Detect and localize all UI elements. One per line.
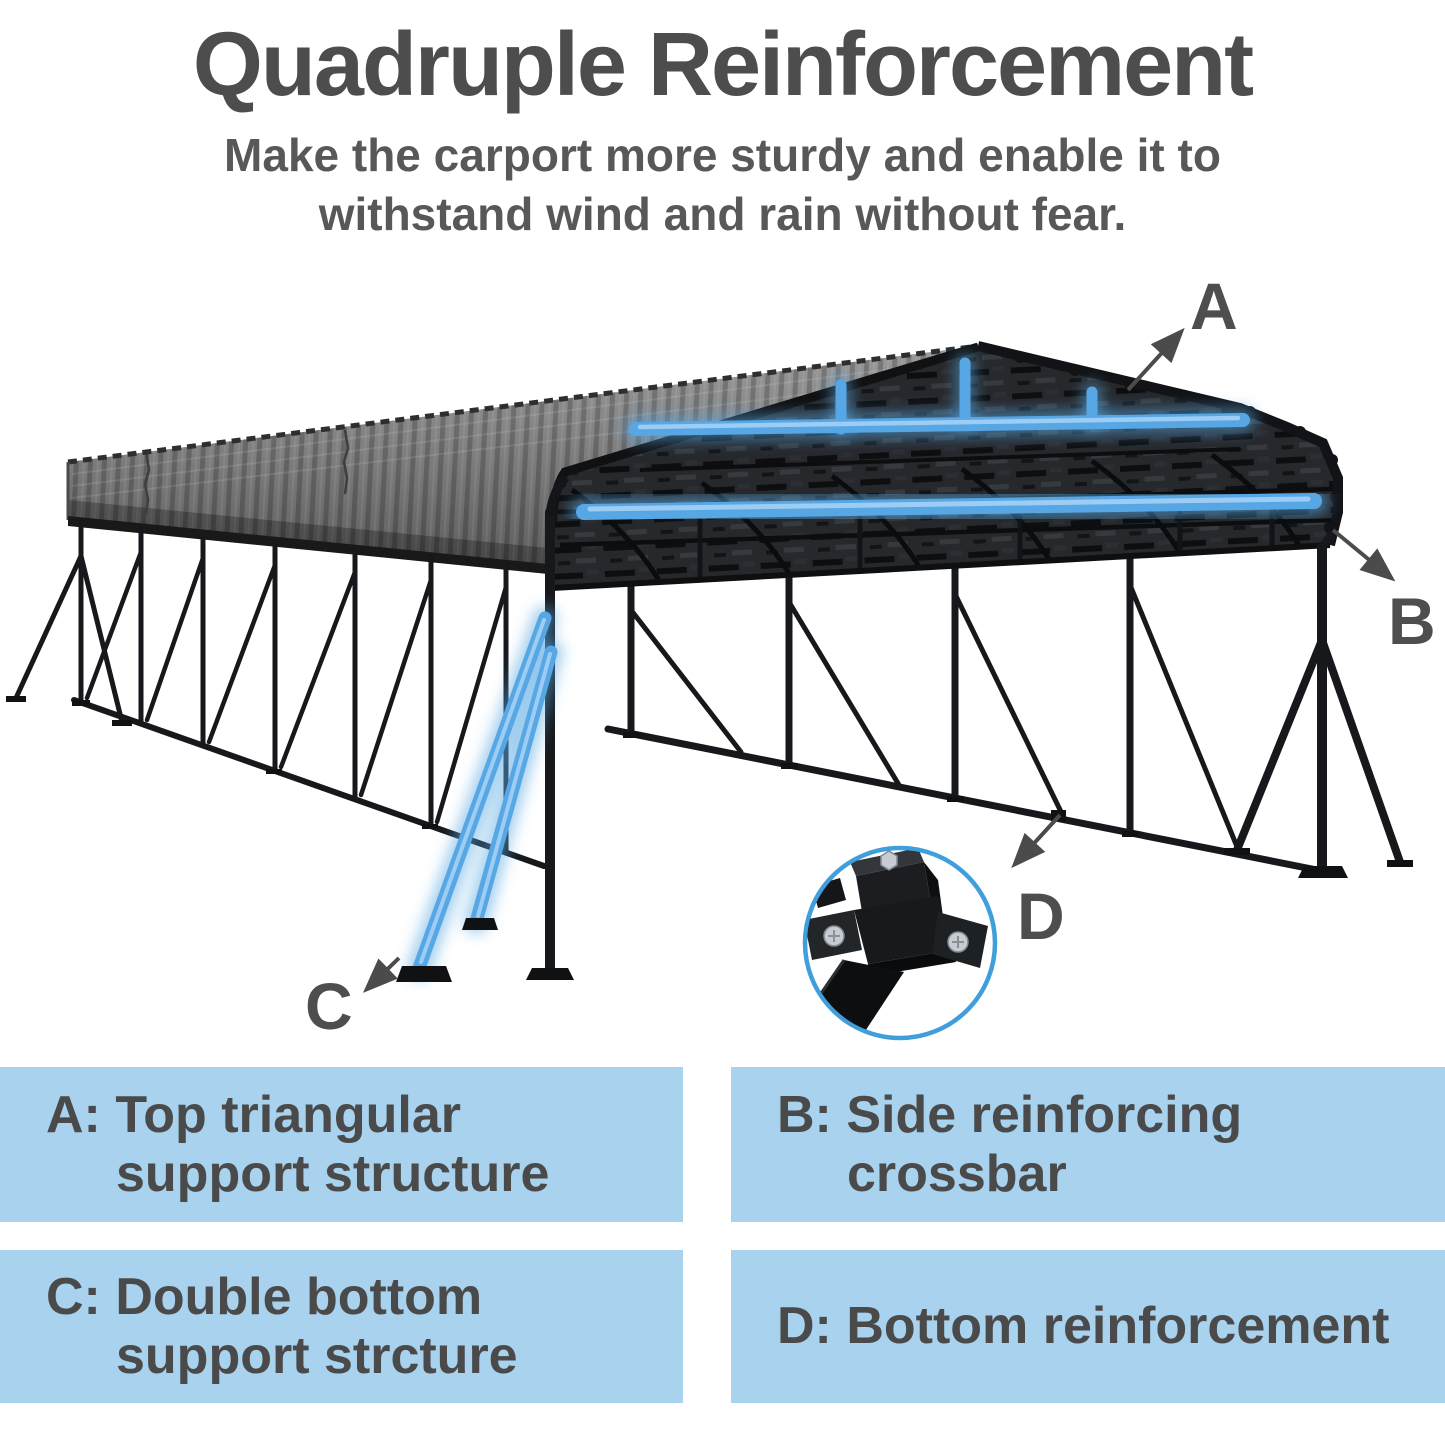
feature-box-d: D: Bottom reinforcement [731, 1250, 1445, 1403]
callout-arrow-d [1011, 813, 1062, 869]
feature-box-a: A: Top triangular support structure [0, 1067, 683, 1222]
near-left-corner [396, 473, 574, 982]
bracket-illustration [807, 850, 988, 1036]
feature-box-c-line2: support strcture [116, 1326, 518, 1385]
far-corner-a-frame [13, 553, 125, 725]
interior-base-rail [604, 725, 1326, 875]
right-corner-a-frame [1233, 636, 1404, 866]
eave-fascia [551, 542, 1331, 591]
bottom-reinforcement-detail [802, 845, 998, 1041]
feature-box-d-line1: D: Bottom reinforcement [777, 1297, 1390, 1356]
ridge-edge [67, 343, 979, 465]
feature-box-a-line1: A: Top triangular [46, 1085, 462, 1144]
subtitle-line-1: Make the carport more sturdy and enable … [224, 129, 1221, 181]
roof-underside [551, 341, 1343, 591]
side-reinforcing-crossbar-highlight [569, 486, 1329, 527]
roof-panel [66, 342, 980, 574]
page-title: Quadruple Reinforcement [192, 15, 1254, 115]
top-triangular-support-highlight [623, 353, 1256, 442]
callout-label-c: C [305, 969, 353, 1043]
callout-label-a: A [1190, 269, 1238, 343]
panel-seam [143, 451, 151, 515]
left-side-braces [84, 549, 509, 825]
feature-box-c: C: Double bottom support strcture [0, 1250, 683, 1403]
subtitle-line-2: withstand wind and rain without fear. [318, 187, 1127, 240]
support-foot-plate [462, 918, 498, 930]
double-bottom-support-highlight [407, 606, 563, 980]
hex-bolt-icon [880, 850, 898, 871]
callout-arrow-a [1126, 327, 1185, 392]
near-right-corner [1224, 530, 1413, 878]
page-subtitle: Make the carport more sturdy and enable … [0, 126, 1445, 244]
callout-arrow-c [362, 956, 401, 993]
callout-label-b: B [1388, 584, 1436, 658]
callout-label-d: D [1017, 879, 1065, 953]
left-side-posts [78, 519, 509, 856]
feature-box-c-line1: C: Double bottom [46, 1267, 483, 1326]
callout-arrow-b [1331, 528, 1396, 582]
interior-far-posts [604, 544, 1326, 875]
feature-box-b-line1: B: Side reinforcing [777, 1085, 1243, 1144]
eave-trim [68, 516, 548, 574]
feature-box-b-line2: crossbar [847, 1144, 1067, 1203]
panel-seam [342, 429, 350, 495]
feature-box-a-line2: support structure [116, 1144, 550, 1203]
support-foot-plate [396, 966, 452, 982]
feature-box-b: B: Side reinforcing crossbar [731, 1067, 1445, 1222]
